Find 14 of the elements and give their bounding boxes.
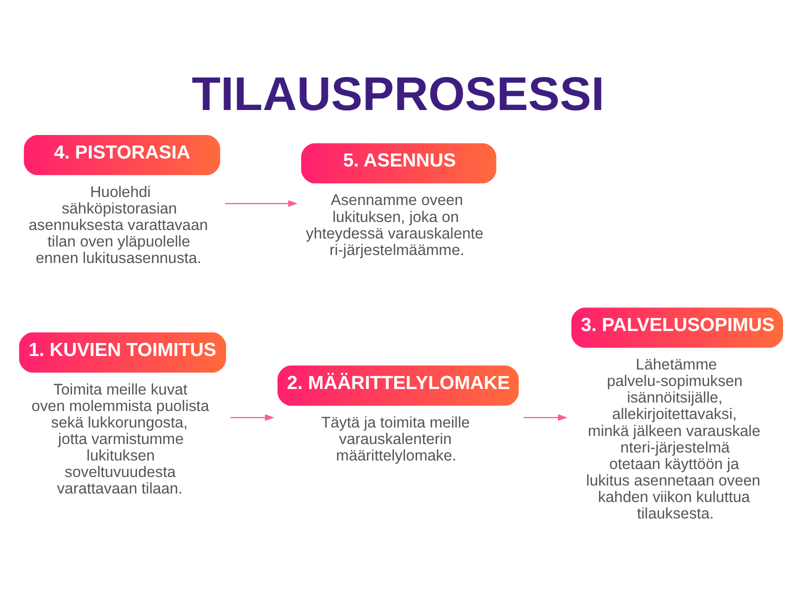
node-box: 3. PALVELUSOPIMUS bbox=[570, 307, 783, 348]
node-box: 5. ASENNUS bbox=[300, 142, 496, 183]
node-label: Huolehdi sähköpistorasian asennuksesta varattavaan tilan oven yläpuolelle ennen lukitusasennusta. bbox=[28, 183, 208, 267]
node-label: Täytä ja toimita meille varauskalenterin määrittelylomake. bbox=[320, 414, 470, 464]
node-box: 4. PISTORASIA bbox=[23, 134, 220, 175]
node-label: Asennamme oveen lukituksen, joka on yhteydessä varauskalenteri-järjestelmäämme. bbox=[305, 192, 483, 258]
arrow bbox=[224, 200, 298, 206]
node-label: Toimita meille kuvat oven molemmista puolista sekä lukkorungosta, jotta varmistumme lukituksen soveltuvuudesta varattavaan tilaan. bbox=[31, 380, 209, 498]
diagram-title: TILAUSPROSESSI bbox=[191, 68, 604, 121]
node-box: 2. MÄÄRITTELYLOMAKE bbox=[277, 365, 518, 406]
node-box: 1. KUVIEN TOIMITUS bbox=[18, 332, 226, 372]
arrow bbox=[230, 414, 274, 420]
node-label: Lähetämme palvelu-sopimuksen isännöitsijälle, allekirjoitettavaksi, minkä jälkeen varauskalenteri-järjestelmä otetaan käyttöön ja lukitus asennetaan oveen kahden viikon kuluttua tilauksesta. bbox=[586, 356, 760, 522]
arrow bbox=[523, 414, 567, 420]
